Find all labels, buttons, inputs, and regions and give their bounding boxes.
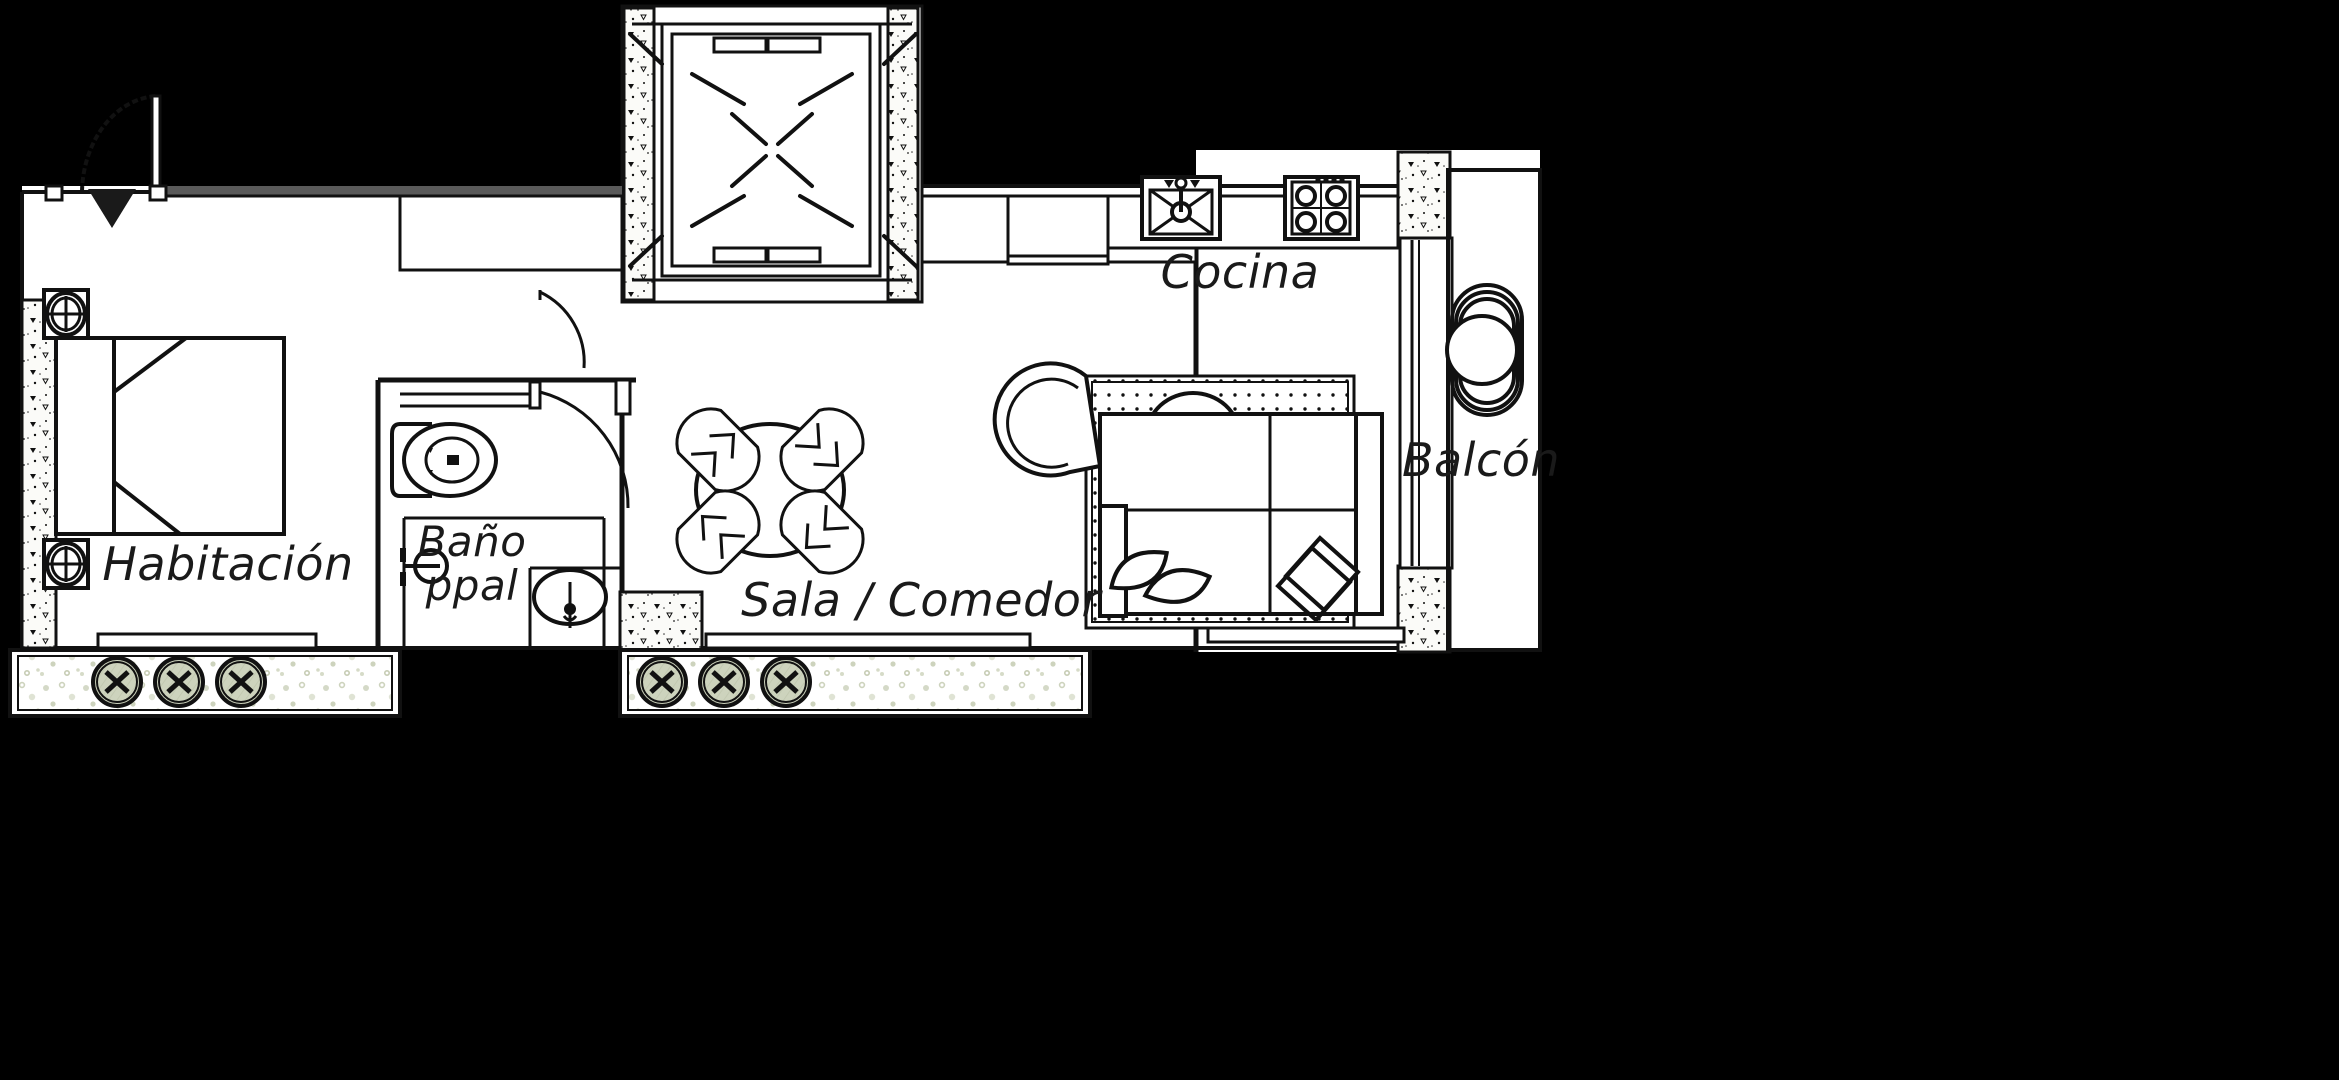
door-swing-hall bbox=[538, 290, 586, 369]
armchair bbox=[992, 361, 1103, 478]
planter-shrub bbox=[636, 656, 688, 708]
room-label-balcon: Balcón bbox=[1402, 433, 1560, 487]
planter-shrub bbox=[91, 656, 143, 708]
structural-columns bbox=[618, 150, 1452, 654]
bedroom-bed bbox=[54, 336, 286, 536]
toilet bbox=[390, 422, 498, 498]
room-label-habitacion: Habitación bbox=[102, 537, 353, 591]
room-label-cocina: Cocina bbox=[1161, 245, 1320, 299]
dining-set bbox=[675, 407, 865, 575]
planter-shrub bbox=[698, 656, 750, 708]
shower-head bbox=[400, 548, 449, 586]
planter-shrub bbox=[153, 656, 205, 708]
room-label-bano-line2: ppal bbox=[425, 561, 519, 610]
room-label-bano-line1: Baño bbox=[418, 517, 527, 566]
planter-box-left bbox=[8, 648, 402, 718]
room-label-sala-comedor: Sala / Comedor bbox=[741, 573, 1103, 627]
window-column-symbol bbox=[42, 538, 90, 590]
elevator-shaft bbox=[620, 4, 924, 304]
sofa-cushion bbox=[1108, 535, 1361, 623]
gas-cooktop-4-burner bbox=[1283, 175, 1360, 241]
balcony bbox=[1398, 168, 1542, 652]
entry-direction-arrow bbox=[88, 189, 136, 228]
door-swing-bathroom bbox=[539, 390, 630, 509]
window-column-symbol bbox=[42, 288, 90, 340]
entry-door bbox=[44, 94, 168, 202]
window-band bbox=[96, 626, 1406, 650]
planter-shrub bbox=[215, 656, 267, 708]
washbasin bbox=[532, 568, 608, 628]
balcony-furniture bbox=[1445, 283, 1524, 417]
planter-box-right bbox=[618, 648, 1092, 718]
kitchen-sink bbox=[1140, 175, 1222, 241]
planter-shrub bbox=[760, 656, 812, 708]
